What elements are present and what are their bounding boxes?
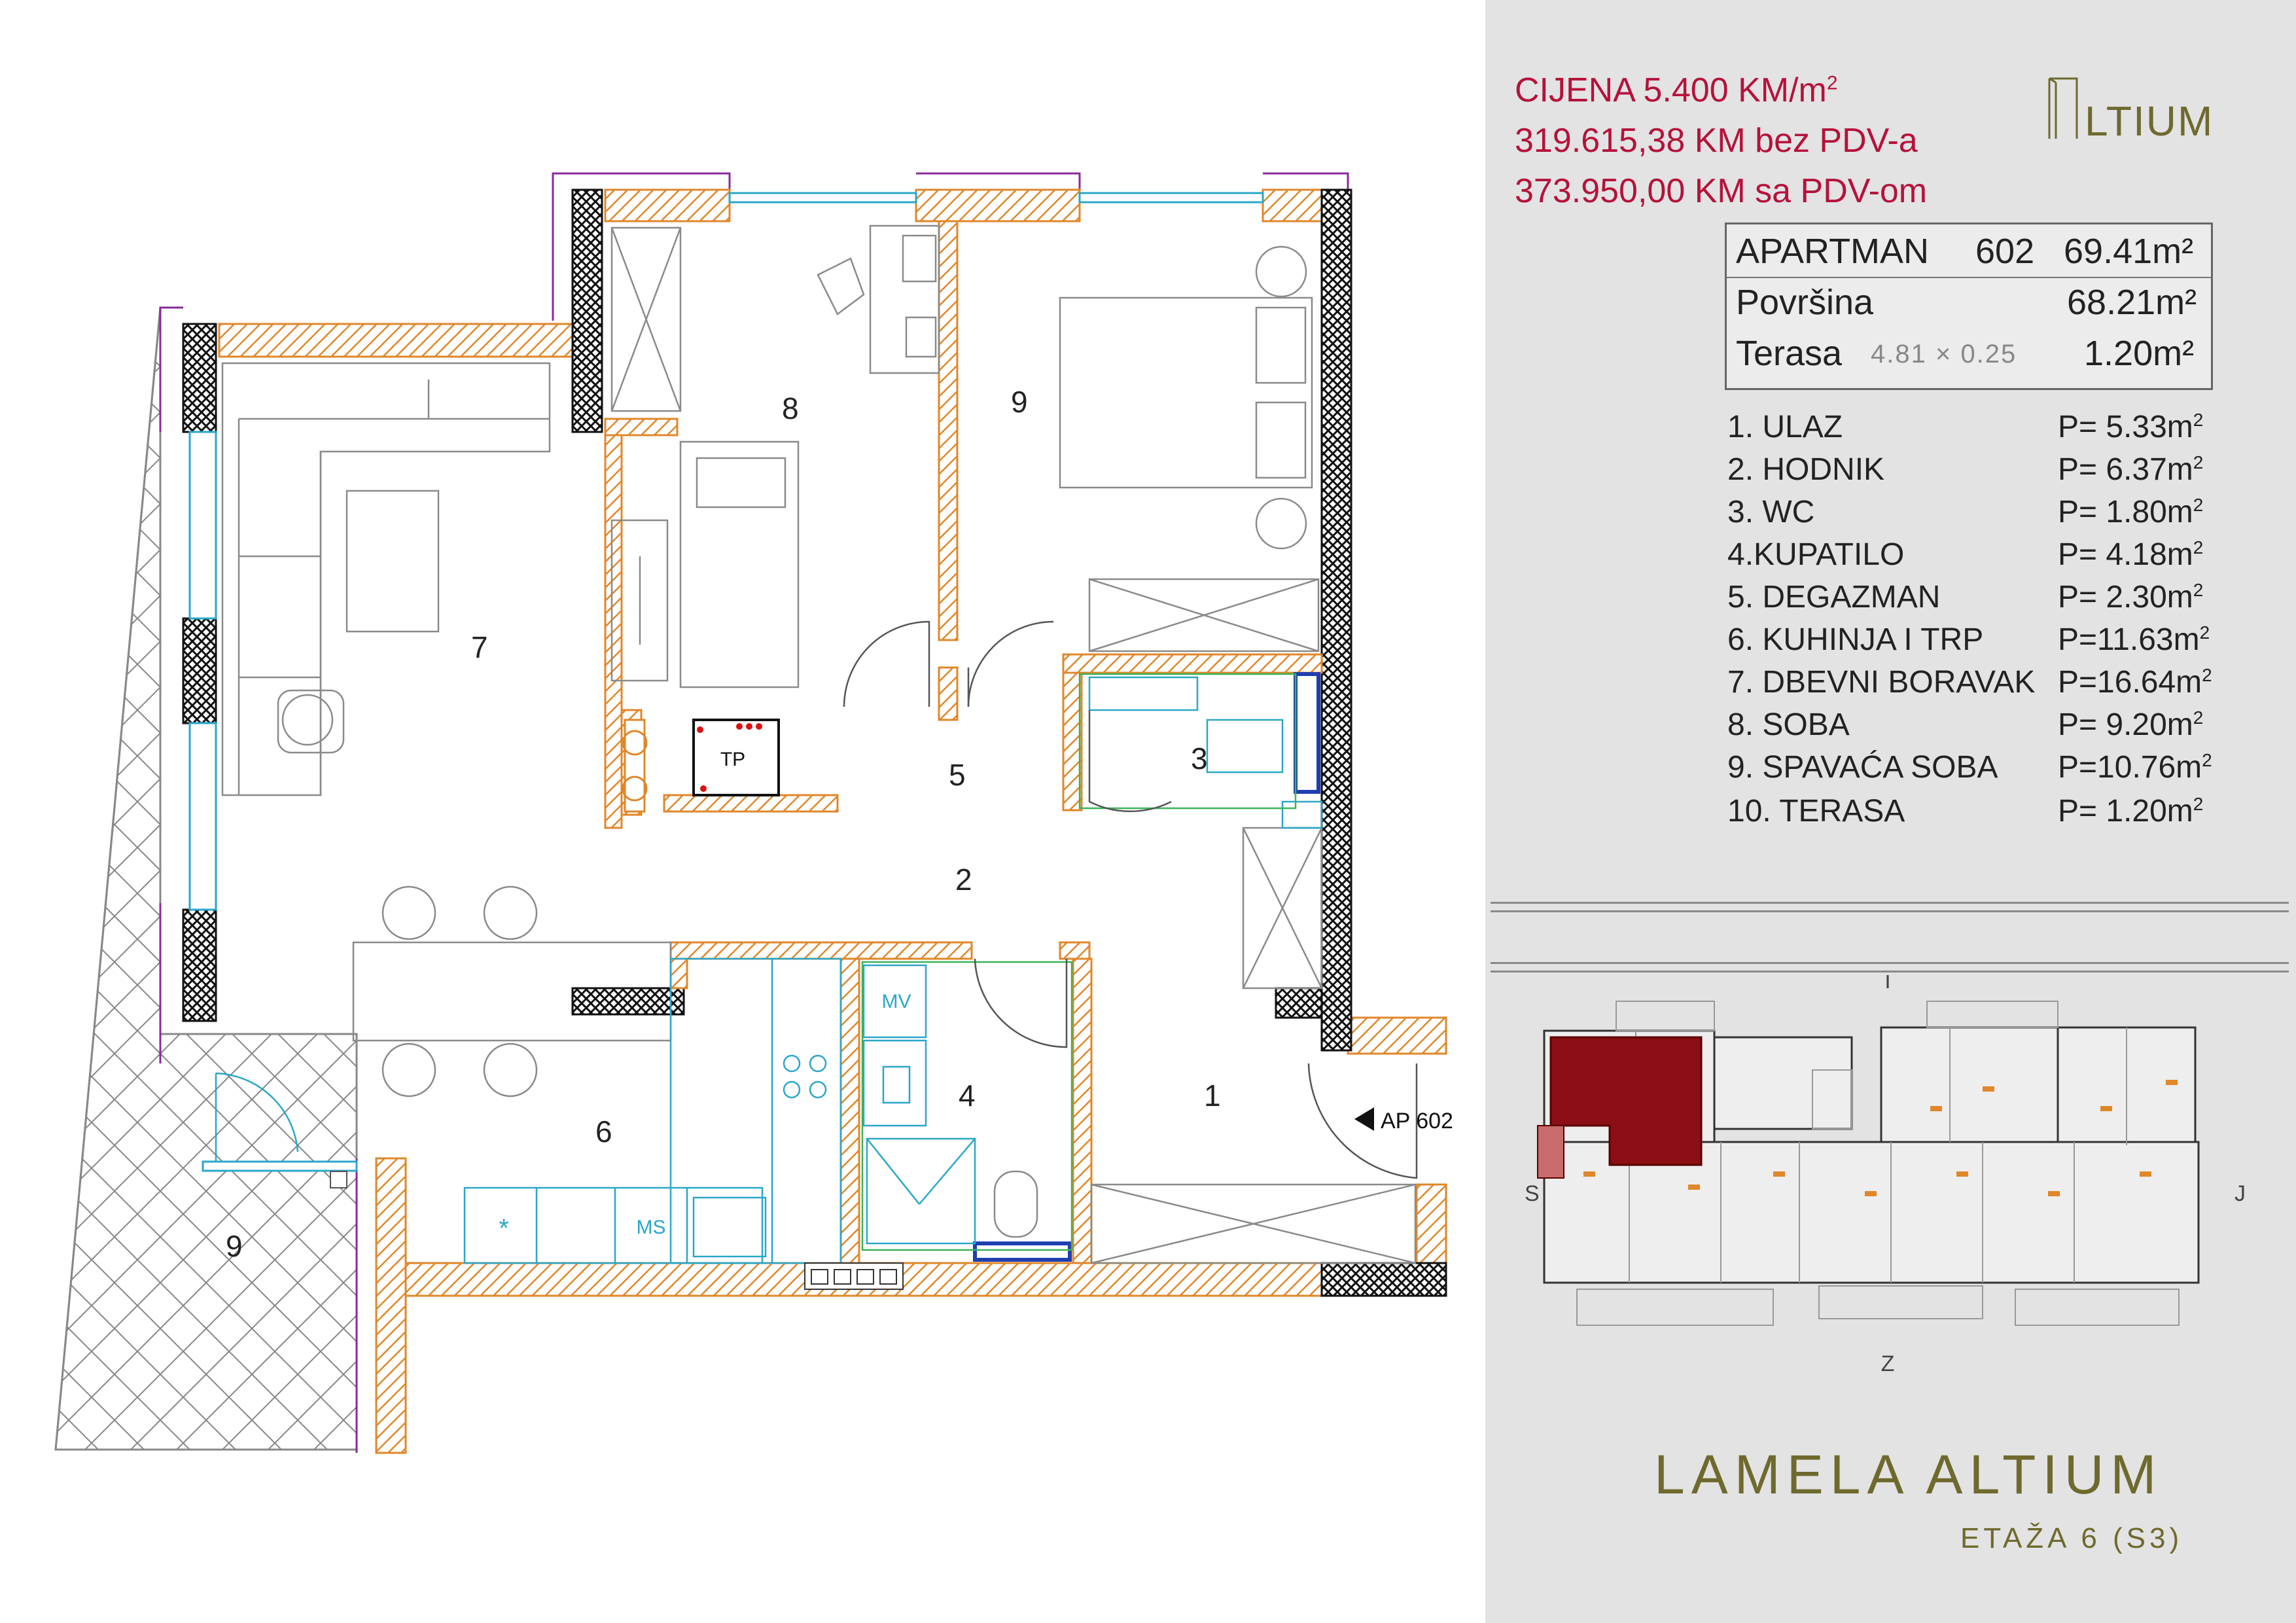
compass-east: J [2234,1181,2246,1206]
compass-west: Z [1881,1351,1895,1376]
altium-logo: LTIUM [2047,73,2217,145]
apartment-label: APARTMAN [1736,232,1930,271]
wet-area-outline [861,673,1297,1251]
room-number-1: 1 [1204,1079,1221,1113]
kitchen-mv-label: MV [882,991,911,1012]
apartment-tag: AP 602 [1381,1109,1453,1133]
compass-south: S [1525,1181,1540,1206]
tp-label: TP [720,749,745,770]
room-name: 6. KUHINJA I TRP [1727,622,1984,657]
furniture [221,224,1417,1264]
surface-area: 68.21m² [2067,283,2197,322]
room-area: P= 4.18m2 [2058,537,2204,572]
room-name: 5. DEGAZMAN [1727,580,1941,615]
service-ducts [973,672,1320,1262]
windows [188,192,1264,1172]
room-number-3: 3 [1191,741,1208,776]
floor-plan: TP MV MS * AP 602 1 2 3 4 5 6 7 8 9 9 [54,172,1453,1454]
kitchen-ms-label: MS [637,1217,666,1238]
technical-room-tp: TP [622,719,780,813]
divider-bottom [1491,962,2289,972]
room-name: 4.KUPATILO [1727,537,1905,572]
floor-label: ETAŽA 6 (S3) [1960,1522,2183,1554]
room-area: P=10.76m2 [2058,750,2212,785]
room-name: 3. WC [1727,495,1815,529]
price-with-vat: 373.950,00 KM sa PDV-om [1515,172,1928,210]
room-name: 2. HODNIK [1727,452,1885,487]
surface-label: Površina [1736,283,1874,322]
building-title: LAMELA ALTIUM [1654,1444,2163,1505]
room-number-5: 5 [949,758,966,792]
floor-key-plan: I S J Z [1525,975,2246,1376]
kitchen-fixtures [463,676,1323,1264]
room-number-9-terrace: 9 [226,1229,243,1263]
facade-frame [159,172,1349,1453]
exterior-walls [218,188,1447,1454]
apartment-total-area: 69.41m² [2064,232,2194,271]
room-area: P= 6.37m2 [2058,452,2204,487]
room-name: 1. ULAZ [1727,410,1843,444]
kitchen-sockets [804,1262,904,1290]
terrace-dimensions: 4.81 × 0.25 [1871,340,2017,368]
room-area: P= 9.20m2 [2058,707,2204,742]
room-number-2: 2 [955,863,972,897]
apartment-number: 602 [1975,232,2035,271]
room-name: 8. SOBA [1727,707,1850,742]
room-area: P= 2.30m2 [2058,580,2204,615]
room-area: P= 1.20m2 [2058,794,2204,829]
doors [215,620,1418,1179]
entry-arrow-icon [1354,1107,1374,1131]
room-area: P=16.64m2 [2058,665,2212,700]
room-name: 10. TERASA [1727,794,1905,829]
room-area: P= 5.33m2 [2058,410,2204,444]
kitchen-star-label: * [499,1214,509,1243]
terrace-drain [330,1171,347,1188]
logo-text: LTIUM [2085,98,2214,145]
highlighted-apartment [1537,1036,1703,1179]
room-number-8: 8 [782,391,799,425]
room-area: P=11.63m2 [2058,622,2210,657]
room-name: 9. SPAVAĆA SOBA [1727,750,1998,785]
price-without-vat: 319.615,38 KM bez PDV-a [1515,122,1918,160]
room-area: P= 1.80m2 [2058,495,2204,529]
compass-north: I [1884,975,1890,993]
apartment-summary: APARTMAN 602 69.41m² Površina 68.21m² Te… [1725,223,2213,390]
room-number-4: 4 [959,1079,976,1113]
terrace-label: Terasa [1736,334,1843,373]
room-name: 7. DBEVNI BORAVAK [1727,665,2036,700]
price-per-m2: CIJENA 5.400 KM/m2 [1515,71,1838,109]
room-number-7: 7 [471,630,488,664]
logo-mark-icon [2048,77,2078,139]
terrace-area: 1.20m² [2084,334,2195,373]
room-number-6: 6 [595,1115,612,1149]
divider-top [1491,902,2289,912]
room-number-9-bedroom: 9 [1011,385,1028,419]
